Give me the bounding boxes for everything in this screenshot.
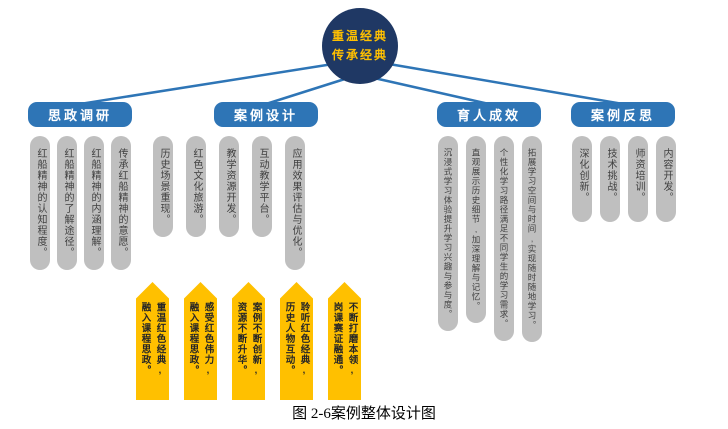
item-bar: 应用效果评估与优化。 (285, 136, 305, 270)
connector-line (265, 76, 349, 106)
up-arrow: 不断打磨本领, 岗课赛证融通。 (328, 282, 361, 400)
branch-header-education-effect: 育人成效 (437, 102, 541, 127)
branch-header-case-reflection: 案例反思 (571, 102, 675, 127)
arrow-label: 不断打磨本领, 岗课赛证融通。 (331, 302, 358, 377)
branch-header-case-design: 案例设计 (214, 102, 318, 127)
item-bar: 互动教学平台。 (252, 136, 272, 237)
arrow-label: 重温红色经典, 融入课程思政。 (139, 302, 166, 377)
figure-caption: 图 2-6案例整体设计图 (292, 406, 436, 422)
up-arrow: 案例不断创新, 资源不断升华。 (232, 282, 265, 400)
item-bar: 红色文化旅游。 (186, 136, 206, 237)
item-bar: 技术挑战。 (600, 136, 620, 222)
item-bar: 师资培训。 (628, 136, 648, 222)
root-node-label-line1: 重温经典 (331, 29, 388, 44)
item-bar: 教学资源开发。 (219, 136, 239, 237)
root-node-label-line2: 传承经典 (331, 48, 388, 62)
item-bar: 拓展学习空间与时间,实现随时随地学习。 (522, 136, 542, 342)
branch-header-research: 思政调研 (28, 102, 132, 127)
item-bar: 直观展示历史细节,加深理解与记忆。 (466, 136, 486, 323)
item-bar: 红船精神的认知程度。 (30, 136, 50, 270)
item-bar: 传承红船精神的意愿。 (111, 136, 131, 270)
arrow-label: 聆听红色经典, 历史人物互动。 (283, 302, 310, 377)
arrow-label: 案例不断创新, 资源不断升华。 (235, 302, 262, 377)
branch-items-research: 红船精神的认知程度。 红船精神的了解途径。 红船精神的内涵理解。 传承红船精神的… (30, 136, 131, 270)
arrow-row: 重温红色经典, 融入课程思政。 感受红色伟力, 融入课程思政。 案例不断创新, … (136, 282, 361, 400)
item-bar: 历史场景重现。 (153, 136, 173, 237)
item-bar: 红船精神的了解途径。 (57, 136, 77, 270)
up-arrow: 感受红色伟力, 融入课程思政。 (184, 282, 217, 400)
connector-line (388, 62, 624, 106)
item-bar: 个性化学习路径满足不同学生的学习需求。 (494, 136, 514, 341)
up-arrow: 重温红色经典, 融入课程思政。 (136, 282, 169, 400)
branch-items-case-reflection: 深化创新。 技术挑战。 师资培训。 内容开发。 (572, 136, 676, 222)
branch-items-education-effect: 沉浸式学习体验提升学习兴趣与参与度。 直观展示历史细节,加深理解与记忆。 个性化… (438, 136, 542, 342)
item-bar: 沉浸式学习体验提升学习兴趣与参与度。 (438, 136, 458, 331)
root-node: 重温经典 传承经典 (322, 8, 398, 84)
item-bar: 红船精神的内涵理解。 (84, 136, 104, 270)
item-bar: 深化创新。 (572, 136, 592, 222)
arrow-label: 感受红色伟力, 融入课程思政。 (187, 302, 214, 377)
branch-items-case-design: 历史场景重现。 红色文化旅游。 教学资源开发。 互动教学平台。 应用效果评估与优… (153, 136, 305, 270)
up-arrow: 聆听红色经典, 历史人物互动。 (280, 282, 313, 400)
connector-line (373, 76, 490, 106)
connector-line (79, 62, 334, 106)
item-bar: 内容开发。 (656, 136, 676, 222)
